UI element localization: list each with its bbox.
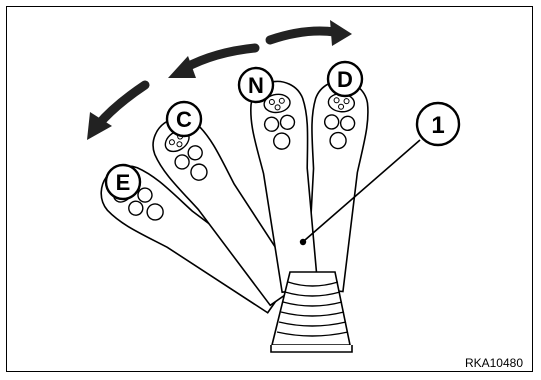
arrow-toward-c [180,43,260,73]
callout-1: 1 [299,101,461,246]
arrow-toward-d [265,26,340,45]
svg-text:N: N [248,73,264,98]
svg-text:D: D [337,67,353,92]
arrow-toward-e [93,80,150,130]
callout-leader-line [304,139,421,241]
position-label-e: E [104,163,142,201]
direction-arrows [87,20,352,140]
arrow-toward-d-head [330,20,352,46]
arrow-toward-c-head [168,56,196,78]
position-label-n: N [237,66,275,104]
svg-text:C: C [176,107,192,132]
figure-reference-code: RKA10480 [464,356,523,370]
position-label-d: D [326,60,364,98]
arrow-toward-e-head [87,112,112,140]
callout-leader-dot [299,238,307,246]
svg-text:1: 1 [431,112,444,139]
position-label-c: C [165,100,203,138]
svg-text:E: E [116,170,131,195]
rubber-boot [270,271,353,353]
